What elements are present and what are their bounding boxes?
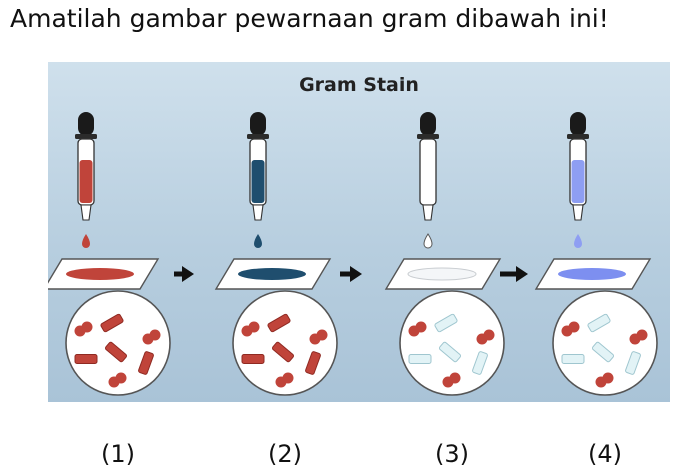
dropper-bulb — [78, 112, 94, 136]
step-3 — [384, 112, 505, 396]
step-label-2: (2) — [268, 440, 302, 468]
dropper-collar — [417, 134, 439, 139]
stain-smear — [558, 268, 626, 280]
rod-bacterium — [100, 313, 124, 333]
coccus-bacterium — [636, 329, 648, 341]
dropper-bulb — [570, 112, 586, 136]
rod-bacterium — [138, 351, 154, 375]
gram-stain-diagram: Gram Stain — [48, 62, 670, 402]
dropper-collar — [75, 134, 97, 139]
step-arrow — [174, 266, 194, 282]
coccus-bacterium — [449, 372, 461, 384]
dropper-tip — [422, 204, 434, 221]
arrow-head — [182, 266, 194, 282]
question-text: Amatilah gambar pewarnaan gram dibawah i… — [10, 4, 609, 33]
rod-bacterium — [267, 313, 291, 333]
rod-bacterium — [434, 313, 458, 333]
rod-bacterium — [104, 341, 128, 363]
rod-bacterium — [472, 351, 488, 375]
rod-bacterium — [241, 354, 265, 364]
dropper-collar — [567, 134, 589, 139]
step-arrow — [500, 266, 528, 282]
step-1 — [48, 112, 171, 396]
rod-bacterium — [408, 354, 432, 364]
dropper-liquid — [79, 160, 93, 203]
stain-smear — [66, 268, 134, 280]
dropper-liquid — [421, 160, 435, 203]
rod-bacterium — [305, 351, 321, 375]
coccus-bacterium — [282, 372, 294, 384]
step-label-4: (4) — [588, 440, 622, 468]
arrow-head — [516, 266, 528, 282]
coccus-bacterium — [483, 329, 495, 341]
coccus-bacterium — [568, 321, 580, 333]
dye-drop — [423, 233, 433, 249]
dye-drop — [82, 234, 90, 248]
coccus-bacterium — [115, 372, 127, 384]
coccus-bacterium — [316, 329, 328, 341]
dropper-tip — [572, 204, 584, 221]
rod-bacterium — [587, 313, 611, 333]
rod-bacterium — [74, 354, 98, 364]
rod-bacterium — [438, 341, 462, 363]
dropper-bulb — [250, 112, 266, 136]
dropper-tip — [80, 204, 92, 221]
coccus-bacterium — [81, 321, 93, 333]
arrow-head — [350, 266, 362, 282]
stain-smear — [238, 268, 306, 280]
dropper-tip — [252, 204, 264, 221]
coccus-bacterium — [149, 329, 161, 341]
dropper-liquid — [571, 160, 585, 203]
rod-bacterium — [561, 354, 585, 364]
step-2 — [214, 112, 338, 396]
diagram-title: Gram Stain — [299, 74, 419, 96]
dye-drop — [574, 234, 582, 248]
step-label-3: (3) — [435, 440, 469, 468]
rod-bacterium — [625, 351, 641, 375]
rod-bacterium — [271, 341, 295, 363]
dropper-bulb — [420, 112, 436, 136]
rod-bacterium — [591, 341, 615, 363]
dropper-liquid — [251, 160, 265, 203]
coccus-bacterium — [602, 372, 614, 384]
coccus-bacterium — [415, 321, 427, 333]
step-4 — [534, 112, 658, 396]
stain-smear — [407, 267, 477, 281]
step-label-1: (1) — [101, 440, 135, 468]
dropper-collar — [247, 134, 269, 139]
stain-steps-svg — [48, 112, 658, 396]
step-arrow — [340, 266, 362, 282]
dye-drop — [254, 234, 262, 248]
coccus-bacterium — [248, 321, 260, 333]
